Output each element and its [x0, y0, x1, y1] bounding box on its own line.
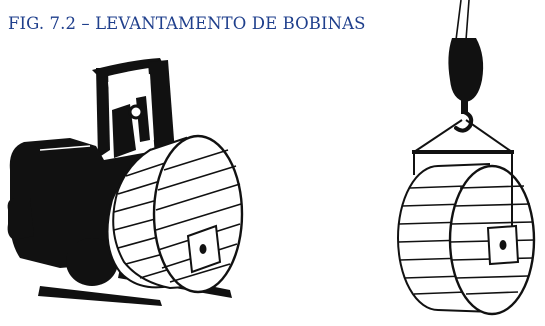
crane-reel-arbor-hole — [499, 240, 507, 250]
forklift-fork-upper — [38, 286, 162, 306]
forklift-front-wheel — [66, 238, 118, 286]
reel-arbor-hole — [199, 244, 207, 254]
reel-on-crane — [397, 154, 536, 316]
forklift-steering-wheel — [128, 104, 144, 120]
forklift-rear-wheel — [7, 198, 34, 240]
hook-block — [448, 38, 484, 102]
hook-icon — [454, 110, 474, 133]
hook-shank — [461, 100, 468, 114]
forklift-hood-detail — [39, 145, 91, 151]
crane-hook-illustration — [412, 0, 514, 241]
reel-on-forklift — [106, 134, 244, 294]
figure-caption: FIG. 7.2 – LEVANTAMENTO DE BOBINAS — [8, 14, 366, 33]
forklift-overhead-guard — [92, 58, 164, 78]
forklift-seat — [112, 104, 136, 158]
lifting-sling — [413, 119, 513, 153]
forklift-rear-post — [96, 68, 110, 158]
forklift-mast — [148, 60, 176, 170]
spreader-bar — [412, 150, 514, 154]
